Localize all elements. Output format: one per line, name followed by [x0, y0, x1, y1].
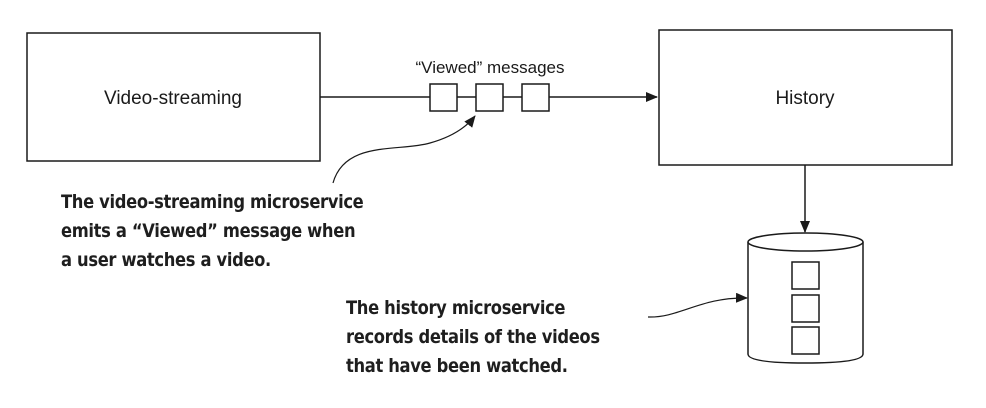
message-square [521, 83, 550, 112]
streaming-annotation: The video-streaming microservice emits a… [61, 188, 364, 275]
message-square [475, 83, 504, 112]
database-icon [747, 232, 864, 364]
history-node: History [658, 29, 953, 166]
annotation-line: emits a “Viewed” message when [61, 220, 356, 242]
database-record [791, 261, 820, 290]
video-streaming-node: Video-streaming [26, 32, 321, 162]
annotation-line: The video-streaming microservice [61, 191, 364, 213]
channel-label: “Viewed” messages [416, 58, 565, 77]
streaming-callout-arrow [332, 115, 476, 184]
video-streaming-box [26, 32, 321, 162]
database-record [791, 326, 820, 355]
history-label: History [775, 88, 835, 109]
annotation-line: that have been watched. [346, 355, 568, 377]
message-square [429, 83, 458, 112]
annotation-line: a user watches a video. [61, 249, 271, 271]
database-top [747, 232, 864, 252]
history-callout-arrow [647, 292, 748, 318]
history-box [658, 29, 953, 166]
annotation-line: The history microservice [346, 297, 566, 319]
annotation-line: records details of the videos [346, 326, 600, 348]
history-annotation: The history microservice records details… [346, 294, 600, 381]
message-channel: “Viewed” messages [320, 58, 658, 112]
video-streaming-label: Video-streaming [104, 88, 242, 109]
database-record [791, 294, 820, 323]
